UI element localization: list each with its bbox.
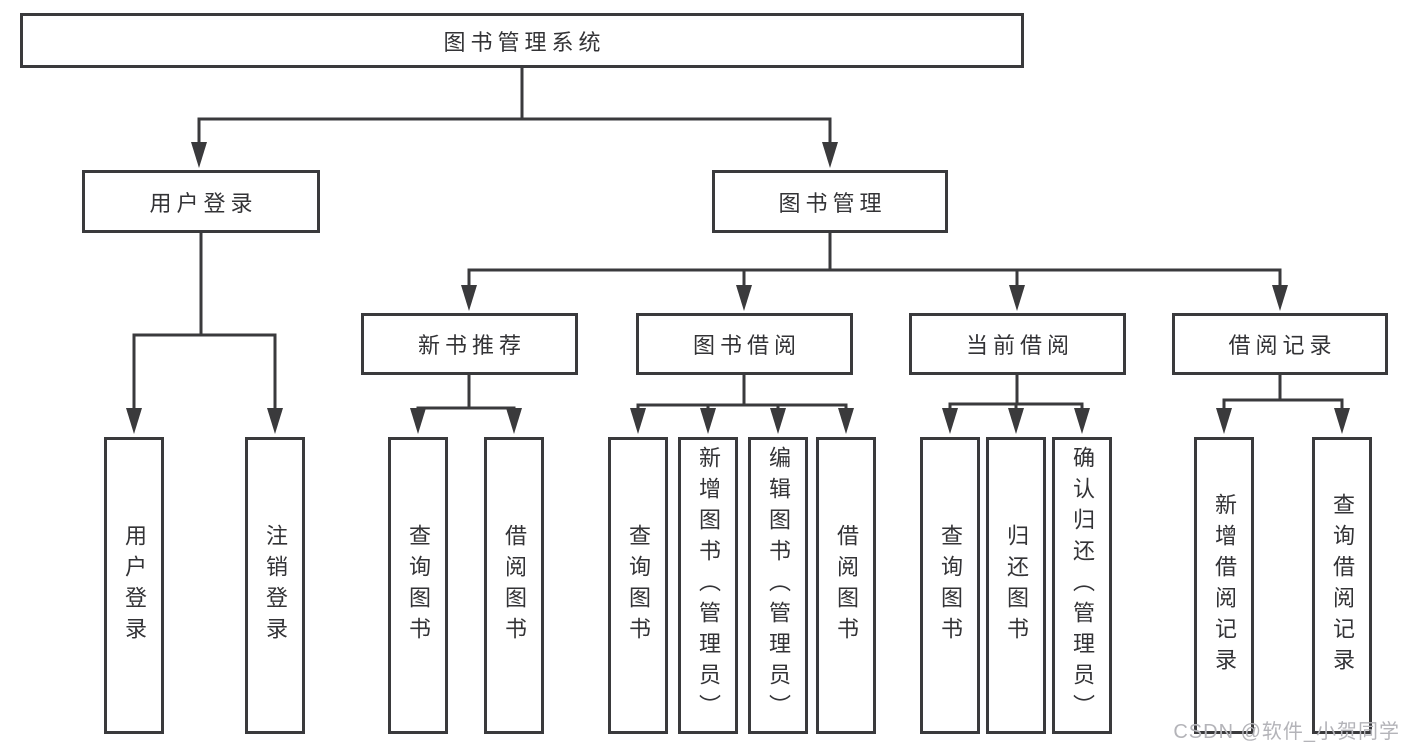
leaf-label: 借阅图书	[502, 523, 527, 648]
connector-borrow-records-to-leaves	[1216, 373, 1350, 434]
node-user-login: 用户登录	[82, 170, 320, 233]
connector-root-to-level2	[191, 66, 838, 168]
leaf-label: 新增借阅记录	[1212, 492, 1237, 679]
node-label: 用户登录	[149, 190, 258, 216]
leaf-label: 注销登录	[263, 523, 288, 648]
node-borrow-records: 借阅记录	[1172, 313, 1388, 375]
node-label: 当前借阅	[965, 333, 1074, 358]
leaf-query-books-recommend: 查询图书	[388, 437, 448, 734]
leaf-label: 借阅图书	[834, 523, 859, 648]
leaf-borrow-books-recommend: 借阅图书	[484, 437, 544, 734]
leaf-label: 归还图书	[1004, 523, 1029, 648]
leaf-query-books-borrow: 查询图书	[608, 437, 668, 734]
leaf-add-borrow-record: 新增借阅记录	[1194, 437, 1254, 734]
csdn-watermark: CSDN @软件_小贺同学	[1173, 721, 1400, 743]
leaf-query-borrow-record: 查询借阅记录	[1312, 437, 1372, 734]
leaf-label: 查询图书	[626, 523, 651, 648]
leaf-add-book-admin: 新增图书（管理员）	[678, 437, 738, 734]
leaf-label: 查询借阅记录	[1330, 492, 1355, 679]
leaf-borrow-books: 借阅图书	[816, 437, 876, 734]
leaf-user-login: 用户登录	[104, 437, 164, 734]
leaf-label: 用户登录	[122, 523, 147, 648]
leaf-return-books: 归还图书	[986, 437, 1046, 734]
node-label: 图书借阅	[692, 333, 801, 358]
leaf-label: 查询图书	[938, 523, 963, 648]
leaf-label: 查询图书	[406, 523, 431, 648]
connector-current-borrow-to-leaves	[942, 373, 1090, 434]
node-label: 图书管理	[778, 190, 887, 216]
connector-new-book-recommend-to-leaves	[410, 373, 522, 434]
node-library-management-system: 图书管理系统	[20, 13, 1024, 68]
node-book-management: 图书管理	[712, 170, 948, 233]
node-book-borrow: 图书借阅	[636, 313, 853, 375]
node-label: 借阅记录	[1228, 333, 1337, 358]
leaf-confirm-return-admin: 确认归还（管理员）	[1052, 437, 1112, 734]
leaf-logout: 注销登录	[245, 437, 305, 734]
leaf-query-books-current: 查询图书	[920, 437, 980, 734]
node-label: 新书推荐	[417, 333, 526, 358]
connector-book-management-to-level3	[461, 231, 1288, 311]
leaf-label: 编辑图书（管理员）	[766, 446, 791, 725]
node-current-borrow: 当前借阅	[909, 313, 1126, 375]
leaf-label: 新增图书（管理员）	[696, 446, 721, 725]
connector-user-login-to-leaves	[126, 231, 283, 434]
node-label: 图书管理系统	[443, 29, 606, 55]
connector-book-borrow-to-leaves	[630, 373, 854, 434]
node-new-book-recommend: 新书推荐	[361, 313, 578, 375]
leaf-edit-book-admin: 编辑图书（管理员）	[748, 437, 808, 734]
leaf-label: 确认归还（管理员）	[1070, 446, 1095, 725]
